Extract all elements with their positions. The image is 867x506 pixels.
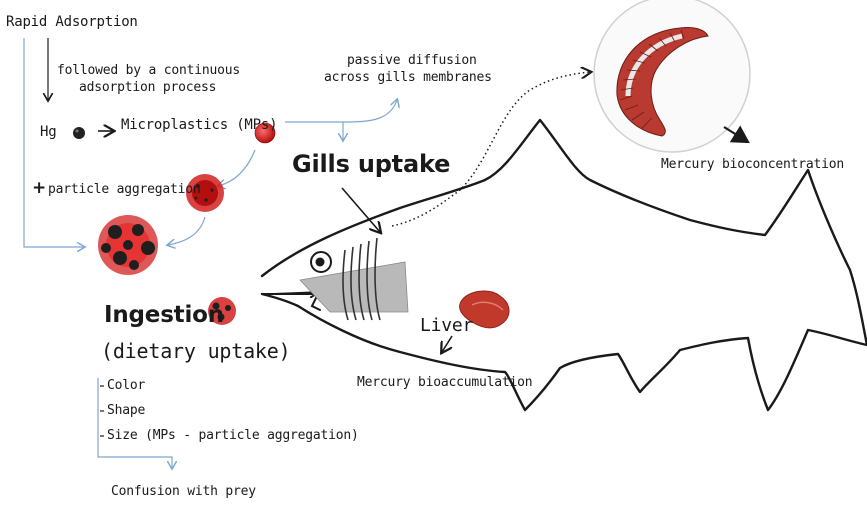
passive-diffusion-line2: across gills membranes (324, 70, 492, 86)
factor-color: Color (107, 378, 145, 394)
dietary-uptake-label: (dietary uptake) (101, 339, 290, 363)
blue-to-passive (343, 100, 397, 122)
microplastics-label: Microplastics (MPs) (121, 117, 277, 133)
gills-uptake-label: Gills uptake (292, 150, 450, 178)
particle-aggregation-label: particle aggregation (48, 182, 201, 198)
followed-by-label-line1: followed by a continuous (57, 63, 240, 79)
mercury-bioconcentration-label: Mercury bioconcentration (661, 157, 844, 173)
mercury-bioaccumulation-label: Mercury bioaccumulation (357, 375, 532, 391)
arrow-gills-uptake (342, 188, 380, 232)
blue-agg-to-cluster (168, 217, 205, 245)
passive-diffusion-line1: passive diffusion (347, 53, 477, 69)
rapid-adsorption-label: Rapid Adsorption (6, 14, 138, 30)
factor-shape: Shape (107, 403, 145, 419)
arrow-to-bioaccumulation (442, 336, 452, 352)
factor-size: Size (MPs - particle aggregation) (107, 428, 359, 444)
blue-mp-to-gills (285, 122, 343, 140)
blue-mp-to-aggregation (218, 150, 255, 186)
liver-label: Liver (420, 315, 473, 337)
ingestion-label: Ingestion (104, 301, 224, 329)
hg-particle (73, 127, 85, 139)
plus-sign: + (32, 180, 46, 196)
arrow-to-bioconcentration (724, 127, 748, 142)
hg-label: Hg (40, 124, 56, 140)
aggregate-cluster (98, 215, 158, 275)
confusion-with-prey-label: Confusion with prey (111, 484, 256, 500)
followed-by-label-line2: adsorption process (79, 80, 216, 96)
